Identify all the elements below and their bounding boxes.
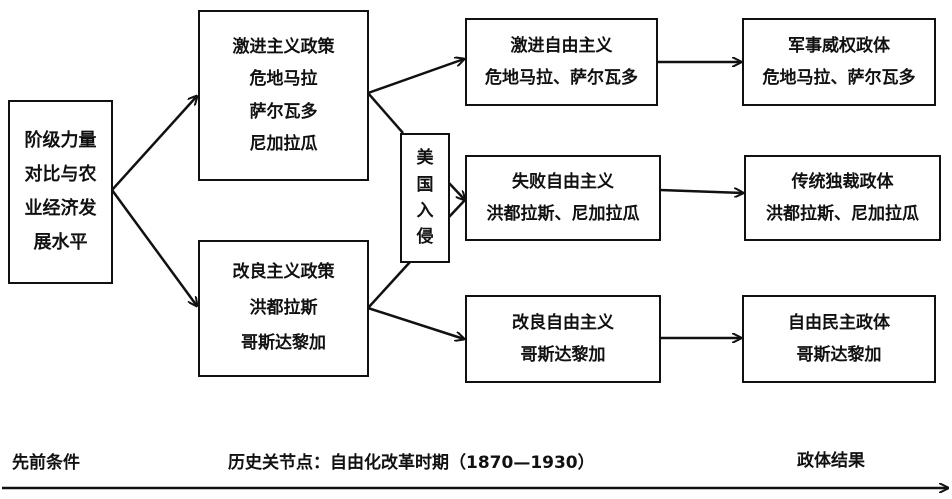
arrow-reform-to-reform-lib xyxy=(367,306,464,339)
intervention-char: 美 xyxy=(416,148,434,169)
prior-conditions-box: 阶级力量 对比与农 业经济发 展水平 xyxy=(8,100,113,284)
box-title: 激进主义政策 xyxy=(232,36,335,57)
timeline-middle-label: 历史关节点：自由化改革时期（1870—1930） xyxy=(228,453,595,473)
box-title: 改良自由主义 xyxy=(512,312,614,333)
intervention-char: 国 xyxy=(416,174,434,195)
countries: 洪都拉斯、尼加拉瓜 xyxy=(486,204,640,224)
military-authoritarian-box: 军事威权政体 危地马拉、萨尔瓦多 xyxy=(742,18,936,106)
box-title: 激进自由主义 xyxy=(510,35,613,56)
box-title: 失败自由主义 xyxy=(512,171,614,192)
intervention-char: 入 xyxy=(416,201,434,221)
intervention-char: 侵 xyxy=(416,227,434,248)
box-title: 改良主义政策 xyxy=(232,261,335,282)
liberal-democracy-box: 自由民主政体 哥斯达黎加 xyxy=(742,295,936,383)
reform-policy-box: 改良主义政策 洪都拉斯 哥斯达黎加 xyxy=(198,240,369,377)
prior-line: 业经济发 xyxy=(24,198,97,219)
us-intervention-box: 美 国 入 侵 xyxy=(400,133,450,263)
country: 危地马拉 xyxy=(249,69,318,90)
prior-line: 阶级力量 xyxy=(24,129,97,151)
country: 萨尔瓦多 xyxy=(249,101,318,122)
countries: 哥斯达黎加 xyxy=(520,345,606,365)
country: 洪都拉斯 xyxy=(249,297,318,318)
countries: 哥斯达黎加 xyxy=(796,345,882,365)
traditional-dictatorship-box: 传统独裁政体 洪都拉斯、尼加拉瓜 xyxy=(744,155,941,241)
box-title: 自由民主政体 xyxy=(788,312,890,333)
line-intervention-to-failed-lib-b xyxy=(448,199,466,218)
box-title: 军事威权政体 xyxy=(788,35,890,56)
country: 尼加拉瓜 xyxy=(249,133,318,154)
countries: 危地马拉、萨尔瓦多 xyxy=(762,68,916,88)
timeline-start-label: 先前条件 xyxy=(12,453,80,473)
countries: 洪都拉斯、尼加拉瓜 xyxy=(766,204,919,224)
arrow-prior-to-reform xyxy=(110,189,197,306)
arrow-intervention-to-failed-lib-a xyxy=(448,182,465,200)
prior-line: 对比与农 xyxy=(24,163,97,185)
arrow-radical-to-radical-lib xyxy=(367,59,464,95)
prior-line: 展水平 xyxy=(33,232,88,254)
countries: 危地马拉、萨尔瓦多 xyxy=(485,68,638,88)
radical-policy-box: 激进主义政策 危地马拉 萨尔瓦多 尼加拉瓜 xyxy=(198,10,369,181)
box-title: 传统独裁政体 xyxy=(791,171,894,192)
reform-liberalism-box: 改良自由主义 哥斯达黎加 xyxy=(465,295,661,383)
line-reform-to-intervention xyxy=(367,261,411,309)
arrow-failed-lib-to-traditional xyxy=(659,190,743,193)
timeline-end-label: 政体结果 xyxy=(797,451,865,471)
failed-liberalism-box: 失败自由主义 洪都拉斯、尼加拉瓜 xyxy=(465,155,661,241)
arrow-prior-to-radical xyxy=(111,96,197,191)
line-radical-to-intervention xyxy=(367,92,404,134)
country: 哥斯达黎加 xyxy=(241,333,326,354)
radical-liberalism-box: 激进自由主义 危地马拉、萨尔瓦多 xyxy=(465,18,658,106)
